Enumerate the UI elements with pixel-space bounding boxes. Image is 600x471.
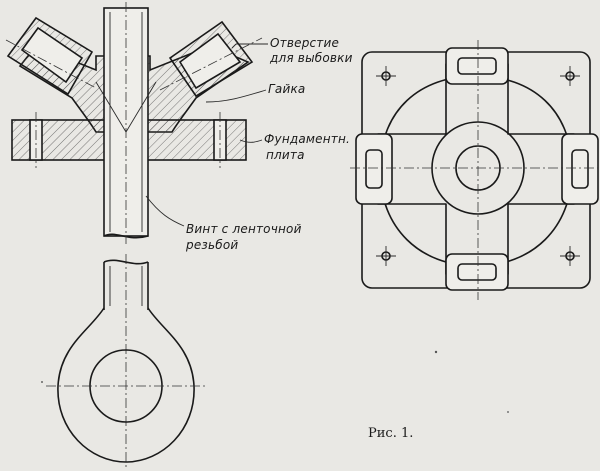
plan-plate: [361, 51, 591, 289]
label-base-plate-line1: Фундаментн.: [264, 132, 351, 146]
label-nut: Гайка: [268, 82, 306, 96]
slot-bottom: [457, 263, 497, 281]
left-vent-hole: [20, 26, 84, 84]
slot-right: [571, 149, 589, 189]
slot-left: [365, 149, 383, 189]
slot-top: [457, 57, 497, 75]
label-base-plate-line2: плита: [266, 148, 305, 162]
plan-boss: [379, 75, 573, 267]
screw-eye: [57, 307, 195, 463]
label-screw-line2: резьбой: [186, 238, 239, 252]
corner-bolt-holes: [376, 66, 580, 266]
plan-view: [350, 40, 599, 300]
right-vent-hole: [178, 32, 242, 90]
label-vent-hole-line2: для выбовки: [270, 51, 353, 65]
figure-caption: Рис. 1.: [368, 426, 414, 441]
plan-cross: [377, 63, 575, 275]
label-vent-hole-line1: Отверстие: [270, 36, 340, 50]
section-view: [5, 2, 268, 468]
label-screw-line1: Винт с ленточной: [186, 222, 302, 236]
